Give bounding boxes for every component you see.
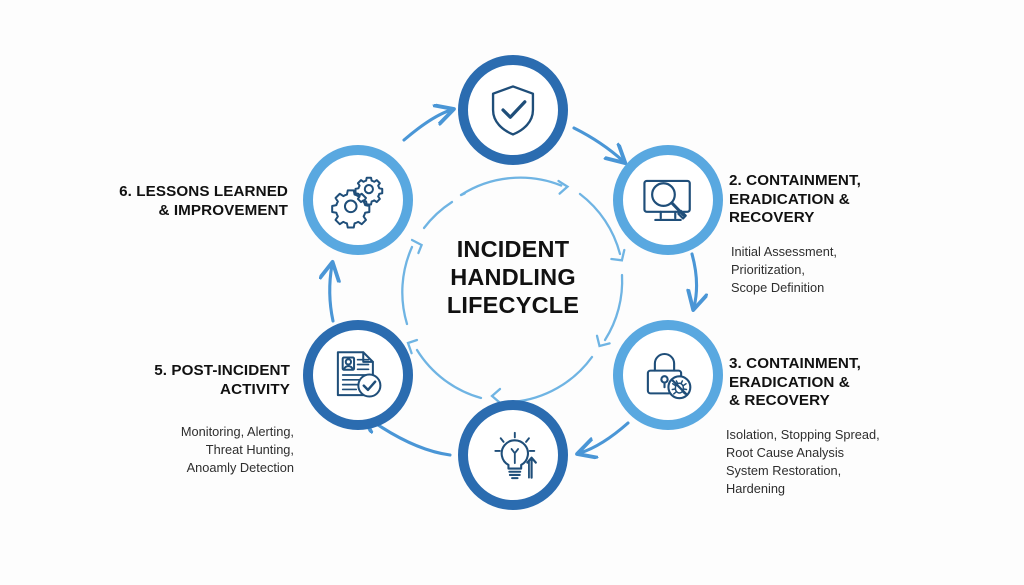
node-5-post-incident-activity[interactable]: [303, 320, 413, 430]
inner-chevron-2: [610, 248, 626, 262]
lightbulb-arrow-up-icon: [484, 426, 542, 484]
inner-chevron-6: [410, 238, 424, 255]
step-3-description: Isolation, Stopping Spread, Root Cause A…: [726, 427, 880, 497]
step-2-heading: 2. CONTAINMENT, ERADICATION & RECOVERY: [729, 172, 862, 227]
outer-arrow-2-to-3: [692, 252, 697, 307]
node-2-containment-eradication-recovery[interactable]: [613, 145, 723, 255]
step-5-description: Monitoring, Alerting, Threat Hunting, An…: [180, 424, 294, 476]
inner-arc-seg-1: [459, 176, 563, 197]
inner-chevron-4: [490, 387, 502, 405]
inner-chevron-5: [406, 338, 419, 355]
shield-check-icon: [484, 81, 542, 139]
node-3-containment-eradication-recovery[interactable]: [613, 320, 723, 430]
step-2-description: Initial Assessment, Prioritization, Scop…: [731, 244, 837, 296]
inner-arc-seg-4: [511, 355, 594, 404]
padlock-antivirus-icon: [640, 347, 696, 403]
inner-arc-seg-3: [603, 273, 624, 342]
outer-arrow-5-to-6: [330, 265, 333, 323]
outer-arrow-group: [330, 110, 697, 455]
node-4-improvement-insight[interactable]: [458, 400, 568, 510]
inner-arc-seg-5: [415, 348, 483, 400]
outer-arrow-6-to-1: [402, 110, 451, 142]
gears-icon: [329, 171, 387, 229]
node-6-lessons-learned-improvement[interactable]: [303, 145, 413, 255]
diagram-center-title: INCIDENT HANDLING LIFECYCLE: [446, 236, 580, 318]
monitor-magnifier-icon: [639, 171, 697, 229]
document-person-check-icon: [330, 347, 386, 403]
inner-chevron-3: [595, 334, 611, 348]
outer-arrow-3-to-4: [580, 421, 630, 453]
step-6-heading: 6. LESSONS LEARNED & IMPROVEMENT: [119, 183, 288, 219]
node-1-identification[interactable]: [458, 55, 568, 165]
step-5-heading: 5. POST-INCIDENT ACTIVITY: [154, 362, 290, 398]
outer-arrow-1-to-2: [572, 126, 623, 161]
inner-chevron-1: [557, 179, 570, 195]
step-3-heading: 3. CONTAINMENT, ERADICATION & & RECOVERY: [729, 355, 862, 410]
inner-arc-seg-7: [422, 200, 454, 230]
inner-arc-seg-6: [401, 245, 414, 326]
inner-arc-seg-2: [578, 192, 622, 256]
